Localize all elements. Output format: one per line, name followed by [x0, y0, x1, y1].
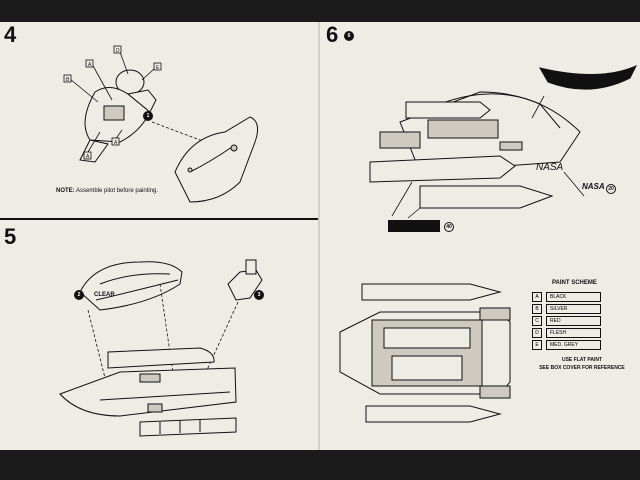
pilot-pointer-lines [69, 51, 156, 153]
paint-name: MED. GREY [546, 340, 601, 350]
nasa-decal-label: NASA [582, 182, 605, 191]
section-divider [0, 218, 318, 220]
bracket-callout: 3 [254, 290, 264, 300]
paint-row: D FLESH [532, 328, 632, 338]
step-number-6: 6 [326, 22, 339, 47]
canopy-callout: 2 [74, 290, 84, 300]
paint-scheme-title: PAINT SCHEME [552, 280, 597, 286]
page-fold [318, 22, 320, 450]
step-number-4: 4 [4, 22, 17, 47]
paint-letter: A [532, 292, 542, 302]
canopy-drawing [79, 261, 183, 311]
ship-top-view-drawing [339, 283, 511, 423]
paint-scheme-legend: PAINT SCHEME A BLACK B SILVER C RED D FL… [532, 280, 632, 372]
paint-letter: B [532, 304, 542, 314]
ship-side-nasa-marking: NASA [536, 162, 564, 173]
instruction-sheet: A D B E A A [0, 22, 640, 450]
paint-row: A BLACK [532, 292, 632, 302]
step-number-5: 5 [4, 224, 17, 249]
bracket-part-drawing [227, 259, 263, 301]
assembly-note: NOTE: Assemble pilot before painting. [56, 187, 176, 195]
pilot-color-keys: A D B E A A [63, 45, 162, 160]
svg-text:D: D [116, 48, 120, 54]
paint-row: E MED. GREY [532, 340, 632, 350]
svg-text:A: A [114, 140, 118, 146]
note-label: NOTE: [56, 188, 75, 194]
nasa-decal-callout: 20 [606, 184, 616, 194]
svg-text:B: B [66, 77, 70, 83]
paint-footnote-flat: USE FLAT PAINT [561, 357, 603, 363]
step6-callout: 6 [344, 31, 354, 41]
svg-text:A: A [86, 154, 90, 160]
paint-name: FLESH [546, 328, 601, 338]
step4-part-callout: 1 [143, 111, 153, 121]
svg-text:E: E [156, 65, 160, 71]
svg-text:A: A [88, 62, 92, 68]
canopy-clear-label: CLEAR [94, 292, 115, 298]
paint-letter: E [532, 340, 542, 350]
ship-body-step5-drawing [59, 347, 237, 437]
black-decal-bar [388, 220, 440, 232]
pilot-figure-drawing [79, 69, 157, 163]
paint-letter: C [532, 316, 542, 326]
paint-footnote-reference: SEE BOX COVER FOR REFERENCE [539, 365, 625, 371]
paint-row: B SILVER [532, 304, 632, 314]
black-decal-callout: 40 [444, 222, 454, 232]
step6-pointer-lines [391, 95, 585, 219]
paint-name: BLACK [546, 292, 601, 302]
assembly-illustrations: A D B E A A [59, 45, 638, 437]
seat-shell-drawing [174, 116, 259, 203]
note-text: Assemble pilot before painting. [76, 188, 159, 194]
paint-letter: D [532, 328, 542, 338]
paint-row: C RED [532, 316, 632, 326]
paint-name: SILVER [546, 304, 601, 314]
paint-name: RED [546, 316, 601, 326]
